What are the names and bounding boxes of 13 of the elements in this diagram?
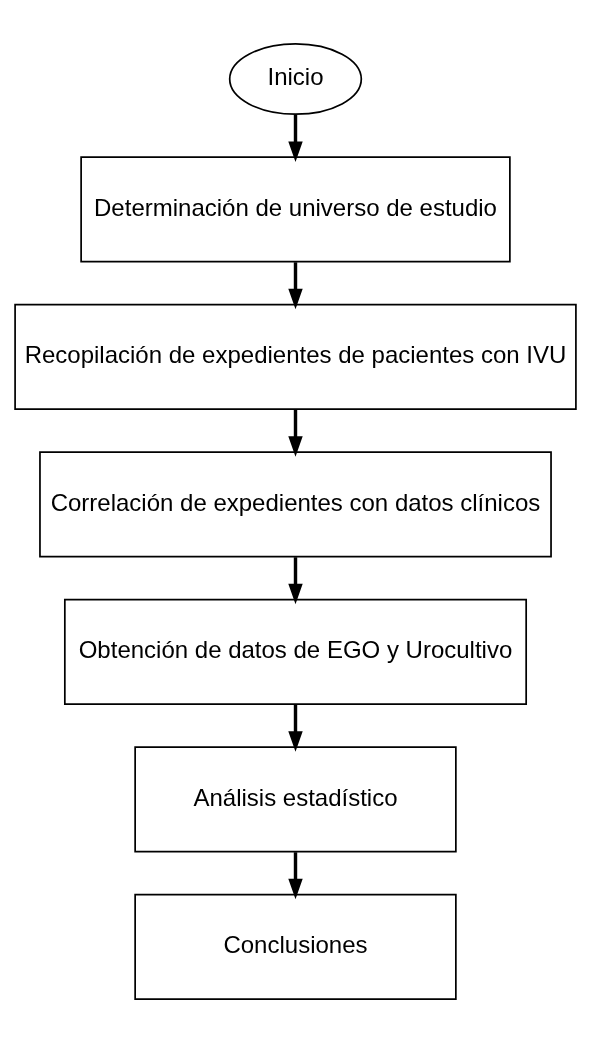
node-box: Recopilación de expedientes de pacientes con IVU [14,303,577,410]
arrow [288,114,303,162]
arrow [288,409,303,457]
arrow [288,704,303,752]
node-box: Conclusiones [134,893,457,1000]
arrow [288,556,303,604]
arrow [288,261,303,309]
node-ellipse: Inicio [228,42,363,115]
arrow [288,851,303,899]
node-box: Correlación de expedientes con datos clínicos [39,450,552,558]
node-box: Análisis estadístico [134,745,457,852]
node-box: Determinación de universo de estudio [80,155,511,263]
node-box: Obtención de datos de EGO y Urocultivo [63,598,528,705]
